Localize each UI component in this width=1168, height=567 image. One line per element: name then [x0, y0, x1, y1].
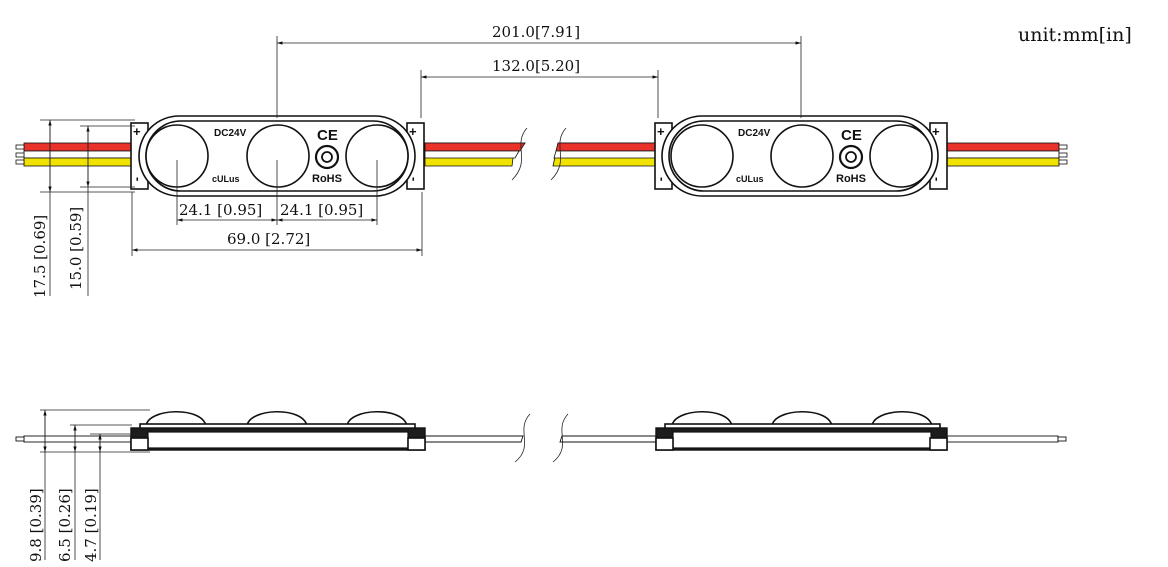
led-module-side-right — [655, 410, 948, 451]
ce-marking: CE — [317, 127, 338, 144]
dim-body-width-label: 15.0 [0.59] — [67, 207, 85, 290]
led-module-top-left: DC24V CE RoHS cULus + - + - — [130, 115, 425, 197]
dim-gap-label: 132.0[5.20] — [492, 57, 580, 75]
wire-bundle-right — [945, 142, 1068, 167]
ce-marking: CE — [841, 127, 862, 144]
dimension-overall-pitch: 201.0[7.91] — [276, 23, 802, 118]
dim-body-height-label: 6.5 [0.26] — [56, 488, 74, 562]
ul-marking: cULus — [736, 174, 764, 184]
wire-bundle-middle — [424, 127, 658, 181]
dimension-heights: 9.8 [0.39] 6.5 [0.26] 4.7 [0.19] — [27, 409, 150, 562]
dim-total-height-label: 9.8 [0.39] — [27, 488, 45, 562]
voltage-marking: DC24V — [738, 128, 771, 139]
ul-marking: cULus — [212, 174, 240, 184]
led-module-top-right: DC24V CE RoHS cULus + - + - — [654, 115, 948, 197]
dim-lens-pitch-left-label: 24.1 [0.95] — [179, 201, 262, 219]
plus-sign: + — [932, 124, 940, 139]
plus-sign: + — [133, 124, 141, 139]
minus-sign: - — [930, 177, 945, 181]
voltage-marking: DC24V — [214, 128, 247, 139]
plus-sign: + — [657, 124, 665, 139]
plus-sign: + — [409, 124, 417, 139]
minus-sign: - — [131, 177, 146, 181]
lens — [770, 124, 834, 188]
dim-base-height-label: 4.7 [0.19] — [82, 488, 100, 562]
dim-total-width-label: 17.5 [0.69] — [31, 215, 49, 298]
dimension-widths: 17.5 [0.69] 15.0 [0.59] — [31, 119, 135, 298]
led-module-side-left — [130, 410, 426, 451]
unit-label: unit:mm[in] — [1018, 24, 1132, 46]
dim-lens-pitch-right-label: 24.1 [0.95] — [280, 201, 363, 219]
dim-overall-pitch-label: 201.0[7.91] — [492, 23, 580, 41]
lens — [869, 124, 933, 188]
rohs-marking: RoHS — [312, 173, 342, 185]
lens — [670, 124, 734, 188]
dimension-lens-pitch: 24.1 [0.95] 24.1 [0.95] — [176, 160, 378, 225]
minus-sign: - — [407, 177, 422, 181]
minus-sign: - — [655, 177, 670, 181]
wire-bundle-left — [15, 142, 133, 167]
dim-module-length-label: 69.0 [2.72] — [227, 230, 310, 248]
side-view-wires — [15, 413, 1067, 463]
rohs-marking: RoHS — [836, 173, 866, 185]
lens — [246, 124, 310, 188]
dimension-module-length: 69.0 [2.72] — [131, 192, 423, 256]
dimension-gap: 132.0[5.20] — [420, 57, 659, 118]
